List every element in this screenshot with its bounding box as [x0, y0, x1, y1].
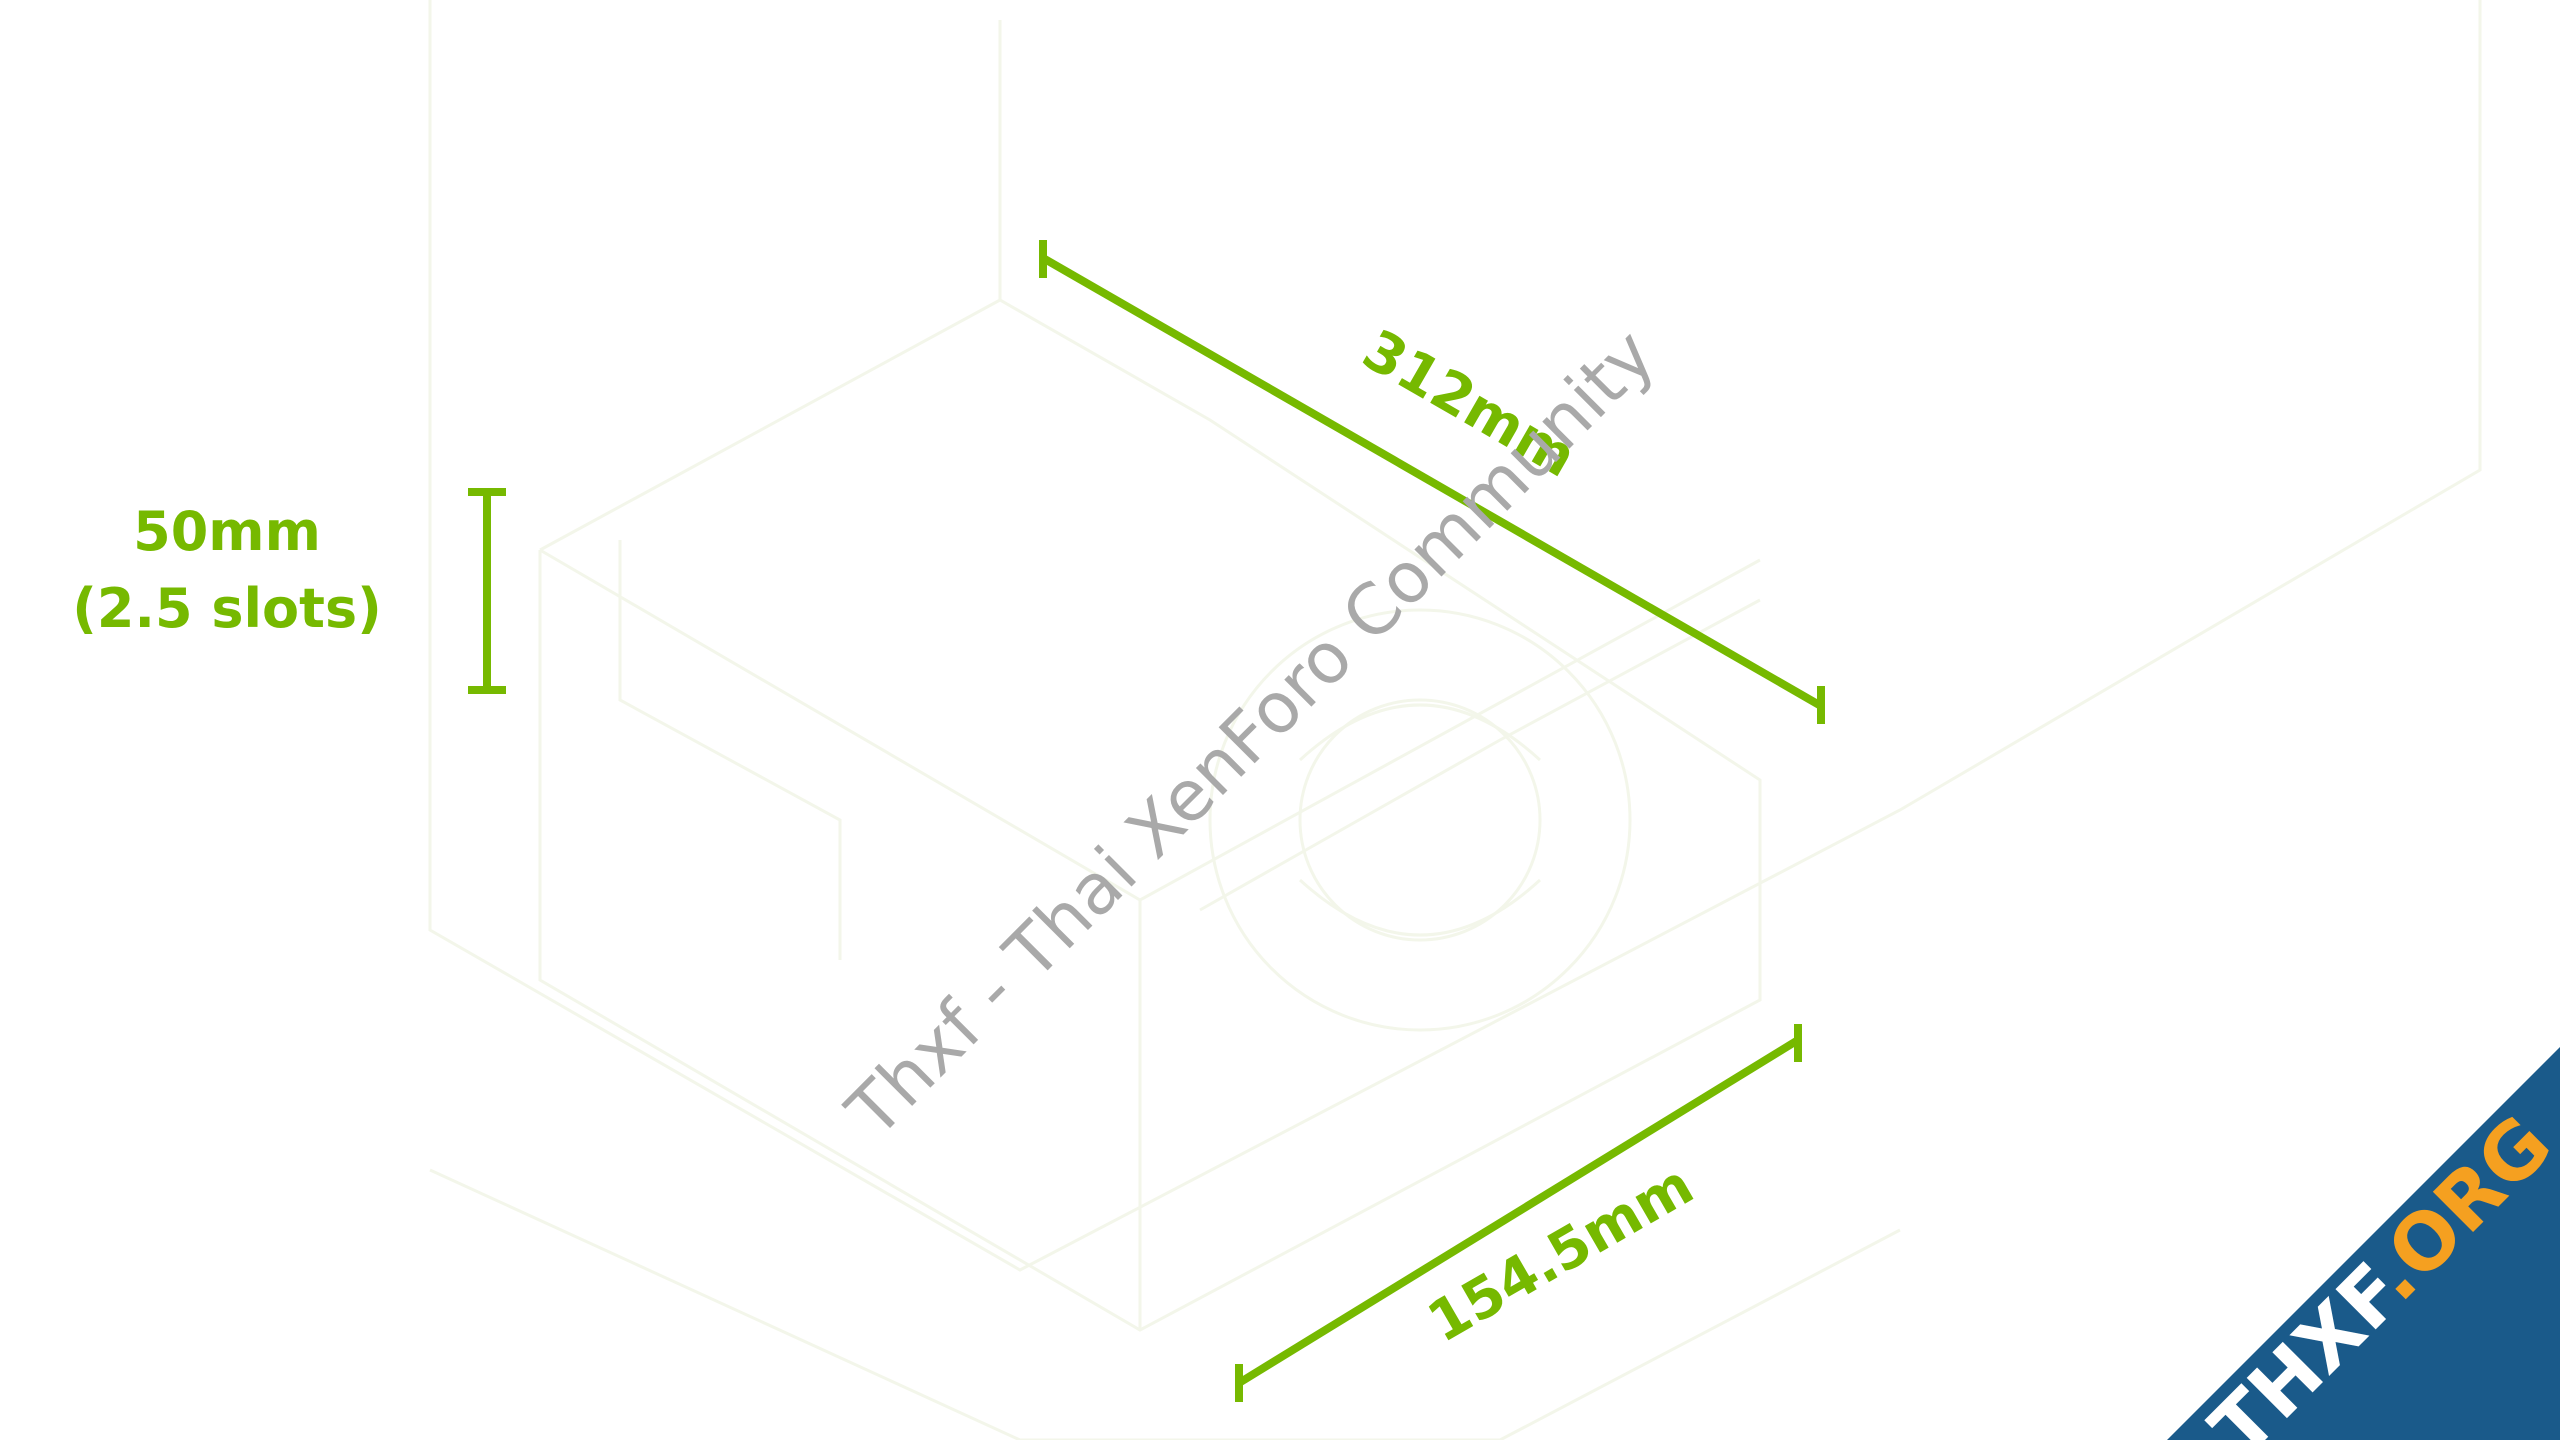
length-dimension-line	[1041, 254, 1823, 710]
outline-fan-ring-outer	[1208, 608, 1632, 1032]
watermark: Thxf - Thai XenForo Community	[831, 313, 1671, 1153]
outline-inner-right	[1199, 598, 1761, 912]
outline-fan-blade	[1298, 703, 1542, 937]
length-dimension	[1039, 240, 1825, 724]
outline-fan-ring-inner	[1298, 698, 1542, 942]
outline-frame	[428, 0, 2482, 1272]
height-label-line1: 50mm	[133, 500, 321, 563]
width-dimension	[1235, 1024, 1802, 1402]
outline-bottom-plate	[429, 1168, 1901, 1440]
corner-badge: THXF.ORG	[2167, 1047, 2560, 1440]
card-outline	[428, 0, 2482, 1440]
outline-top-face	[538, 298, 1762, 1332]
outline-inner-left	[618, 540, 842, 960]
height-dimension	[468, 488, 506, 694]
width-dimension-line	[1236, 1036, 1801, 1387]
badge-ribbon	[2167, 1047, 2560, 1440]
height-label-line2: (2.5 slots)	[72, 577, 382, 640]
